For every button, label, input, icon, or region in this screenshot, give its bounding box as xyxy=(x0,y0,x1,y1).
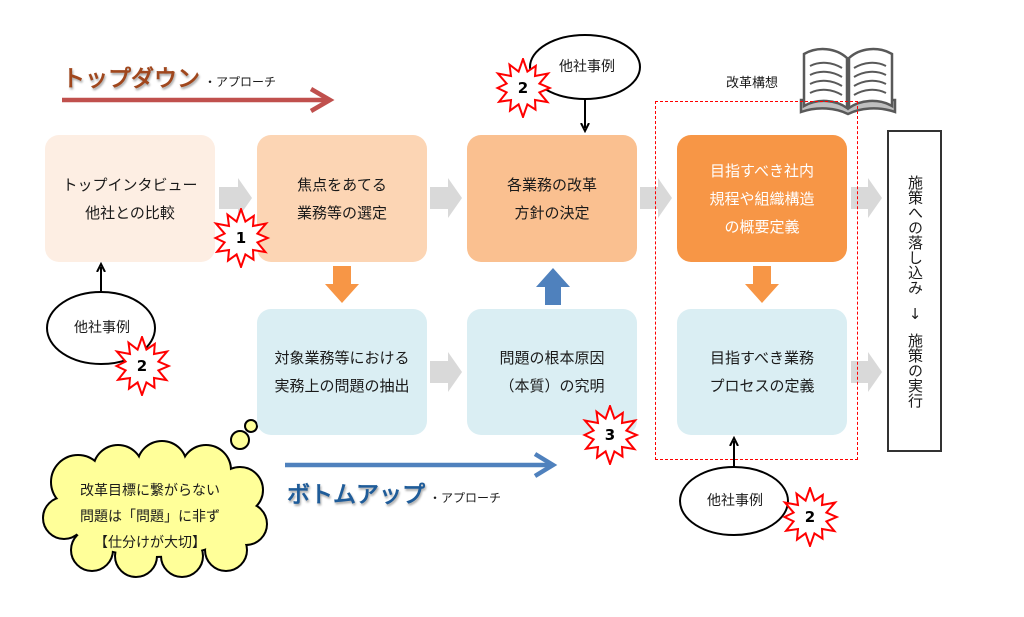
case-study-label-left: 他社事例 xyxy=(74,320,130,336)
topdown-arrow xyxy=(62,87,335,113)
flow-arrow-process-to-implementation xyxy=(851,352,882,392)
implementation-line-2: 施策の実行 xyxy=(906,332,924,408)
step-structure-line-1: 目指すべき社内 xyxy=(710,161,814,180)
note-cloud-bubble-large xyxy=(230,430,250,450)
flow-arrow-select-to-policy xyxy=(430,178,462,218)
topdown-suffix: ・アプローチ xyxy=(204,75,277,89)
flow-arrow-policy-to-structure xyxy=(640,178,672,218)
step-policy: 各業務の改革 方針の決定 xyxy=(467,135,637,262)
flow-arrow-structure-to-implementation xyxy=(851,178,882,218)
starburst-icon xyxy=(114,336,172,396)
bottomup-arrow xyxy=(285,452,558,478)
marker-three: 3 xyxy=(580,405,640,465)
flow-arrow-extract-to-rootcause xyxy=(430,352,462,392)
step-structure-line-2: 規程や組織構造 xyxy=(709,189,815,208)
step-interview: トップインタビュー 他社との比較 xyxy=(45,135,215,262)
step-interview-line-1: トップインタビュー xyxy=(62,175,198,194)
step-process-line-2: プロセスの定義 xyxy=(709,377,815,395)
down-arrow-select-to-extract xyxy=(325,266,359,303)
step-structure-line-3: の概要定義 xyxy=(724,217,800,236)
note-line-1: 改革目標に繋がらない xyxy=(80,483,220,499)
marker-top: 2 xyxy=(493,58,553,118)
marker-top-number: 2 xyxy=(517,79,529,97)
step-extract-line-1: 対象業務等における xyxy=(274,349,410,367)
down-arrow-structure-to-process xyxy=(745,266,779,303)
case-study-label-top: 他社事例 xyxy=(559,59,615,75)
starburst-icon xyxy=(495,58,553,118)
vision-label: 改革構想 xyxy=(726,76,779,91)
marker-left-number: 2 xyxy=(136,357,148,375)
bottomup-heading: ボトムアップ・アプローチ xyxy=(287,480,501,510)
open-book-icon xyxy=(799,47,897,116)
step-process: 目指すべき業務 プロセスの定義 xyxy=(677,309,847,435)
step-structure: 目指すべき社内 規程や組織構造 の概要定義 xyxy=(677,135,847,262)
step-policy-line-2: 方針の決定 xyxy=(514,203,590,222)
step-process-line-1: 目指すべき業務 xyxy=(710,349,814,367)
case-study-oval-top xyxy=(529,34,641,100)
step-select: 焦点をあてる 業務等の選定 xyxy=(257,135,427,262)
bottomup-suffix: ・アプローチ xyxy=(429,491,502,505)
marker-left: 2 xyxy=(112,336,172,396)
starburst-icon xyxy=(782,487,840,547)
case-study-label-bottom: 他社事例 xyxy=(707,493,763,509)
marker-one: 1 xyxy=(211,208,271,268)
step-extract-line-2: 実務上の問題の抽出 xyxy=(274,377,410,395)
implementation-arrow: ↓ xyxy=(906,304,924,323)
starburst-icon xyxy=(213,208,271,268)
note-text: 改革目標に繋がらない 問題は「問題」に非ず 【仕分けが大切】 xyxy=(55,478,245,556)
step-policy-line-1: 各業務の改革 xyxy=(506,175,597,194)
note-line-2: 問題は「問題」に非ず xyxy=(80,509,220,525)
step-rootcause-line-1: 問題の根本原因 xyxy=(499,349,605,367)
starburst-icon xyxy=(582,405,640,465)
up-arrow-rootcause-to-policy xyxy=(536,268,570,305)
marker-bottom: 2 xyxy=(780,487,840,547)
topdown-title: トップダウン xyxy=(62,66,200,92)
implementation-box: 施策への落し込み ↓ 施策の実行 xyxy=(887,130,942,452)
step-interview-line-2: 他社との比較 xyxy=(85,203,175,222)
step-select-line-2: 業務等の選定 xyxy=(296,203,387,222)
marker-three-number: 3 xyxy=(604,426,616,444)
marker-bottom-number: 2 xyxy=(804,508,816,526)
flow-arrow-interview-to-select xyxy=(219,178,252,218)
step-select-line-1: 焦点をあてる xyxy=(297,175,387,194)
note-cloud-bubble-small xyxy=(244,419,258,433)
step-rootcause-line-2: （本質）の究明 xyxy=(499,377,605,395)
note-line-3: 【仕分けが大切】 xyxy=(94,535,206,551)
topdown-heading: トップダウン・アプローチ xyxy=(62,64,276,94)
vision-frame xyxy=(655,101,858,460)
marker-one-number: 1 xyxy=(235,229,247,247)
bottomup-title: ボトムアップ xyxy=(287,482,425,508)
implementation-line-1: 施策への落し込み xyxy=(906,174,924,295)
step-extract: 対象業務等における 実務上の問題の抽出 xyxy=(257,309,427,435)
